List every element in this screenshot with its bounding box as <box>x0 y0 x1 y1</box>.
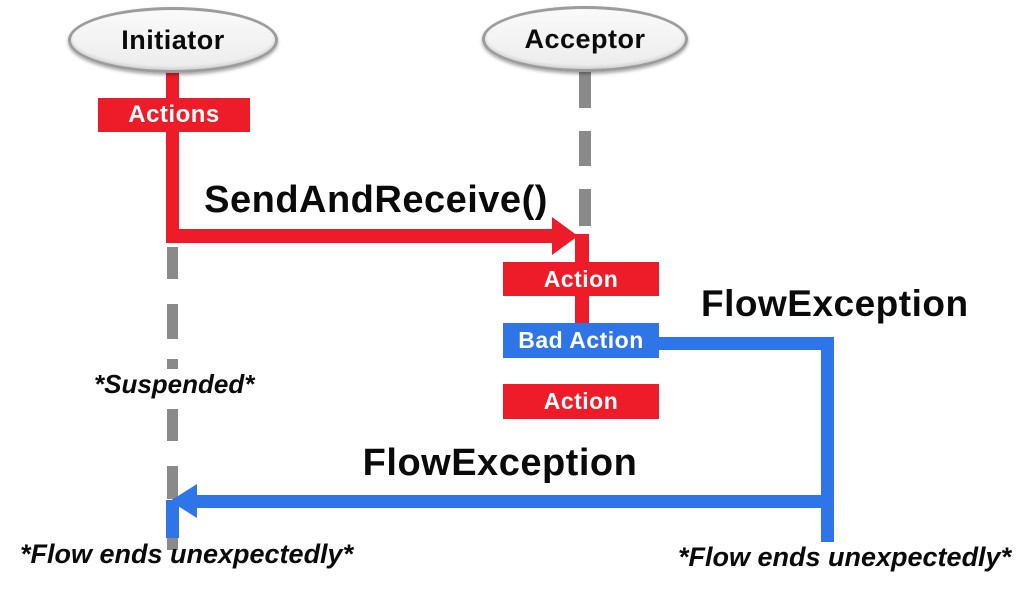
lifeline-dash <box>167 359 178 369</box>
lifeline-dash <box>167 466 178 499</box>
acceptor-activation-connector <box>575 296 589 324</box>
action-box-top: Action <box>503 262 659 296</box>
lifeline-dash <box>579 131 591 166</box>
actor-initiator: Initiator <box>68 7 278 73</box>
flow-exception-stub <box>655 337 834 350</box>
initiator-activation-line <box>166 132 179 243</box>
lifeline-dash <box>167 247 178 279</box>
bad-action-box-label: Bad Action <box>518 327 644 353</box>
send-arrow-line <box>166 229 557 243</box>
send-arrow-elbow <box>575 234 589 264</box>
actor-acceptor-label: Acceptor <box>524 23 646 54</box>
action-box-top-label: Action <box>543 265 619 292</box>
actions-box-label: Actions <box>128 101 220 128</box>
lifeline-dash <box>579 189 591 226</box>
lifeline-dash <box>167 409 178 441</box>
flow-exception-label-bottom: FlowException <box>362 442 638 484</box>
initiator-exception-end <box>166 500 179 538</box>
lifeline-dash <box>167 304 178 339</box>
send-and-receive-label: SendAndReceive() <box>204 179 548 221</box>
actor-acceptor: Acceptor <box>482 6 688 72</box>
lifeline-dash <box>167 538 178 550</box>
action-box-bottom-label: Action <box>543 388 619 414</box>
flow-exception-label-right: FlowException <box>701 283 969 324</box>
suspended-note: *Suspended* <box>94 369 255 399</box>
flow-exception-arrow-line <box>193 495 834 508</box>
action-box-bottom: Action <box>503 384 659 419</box>
bad-action-box: Bad Action <box>503 323 659 358</box>
actions-box: Actions <box>98 98 250 132</box>
lifeline-dash <box>579 70 591 108</box>
flow-ends-note-left: *Flow ends unexpectedly* <box>20 539 354 569</box>
flow-exception-vertical <box>821 337 834 542</box>
flow-ends-note-right: *Flow ends unexpectedly* <box>678 542 1012 572</box>
initiator-activation-line-top <box>166 69 179 102</box>
send-arrow-head-icon <box>552 217 578 255</box>
actor-initiator-label: Initiator <box>121 24 225 55</box>
